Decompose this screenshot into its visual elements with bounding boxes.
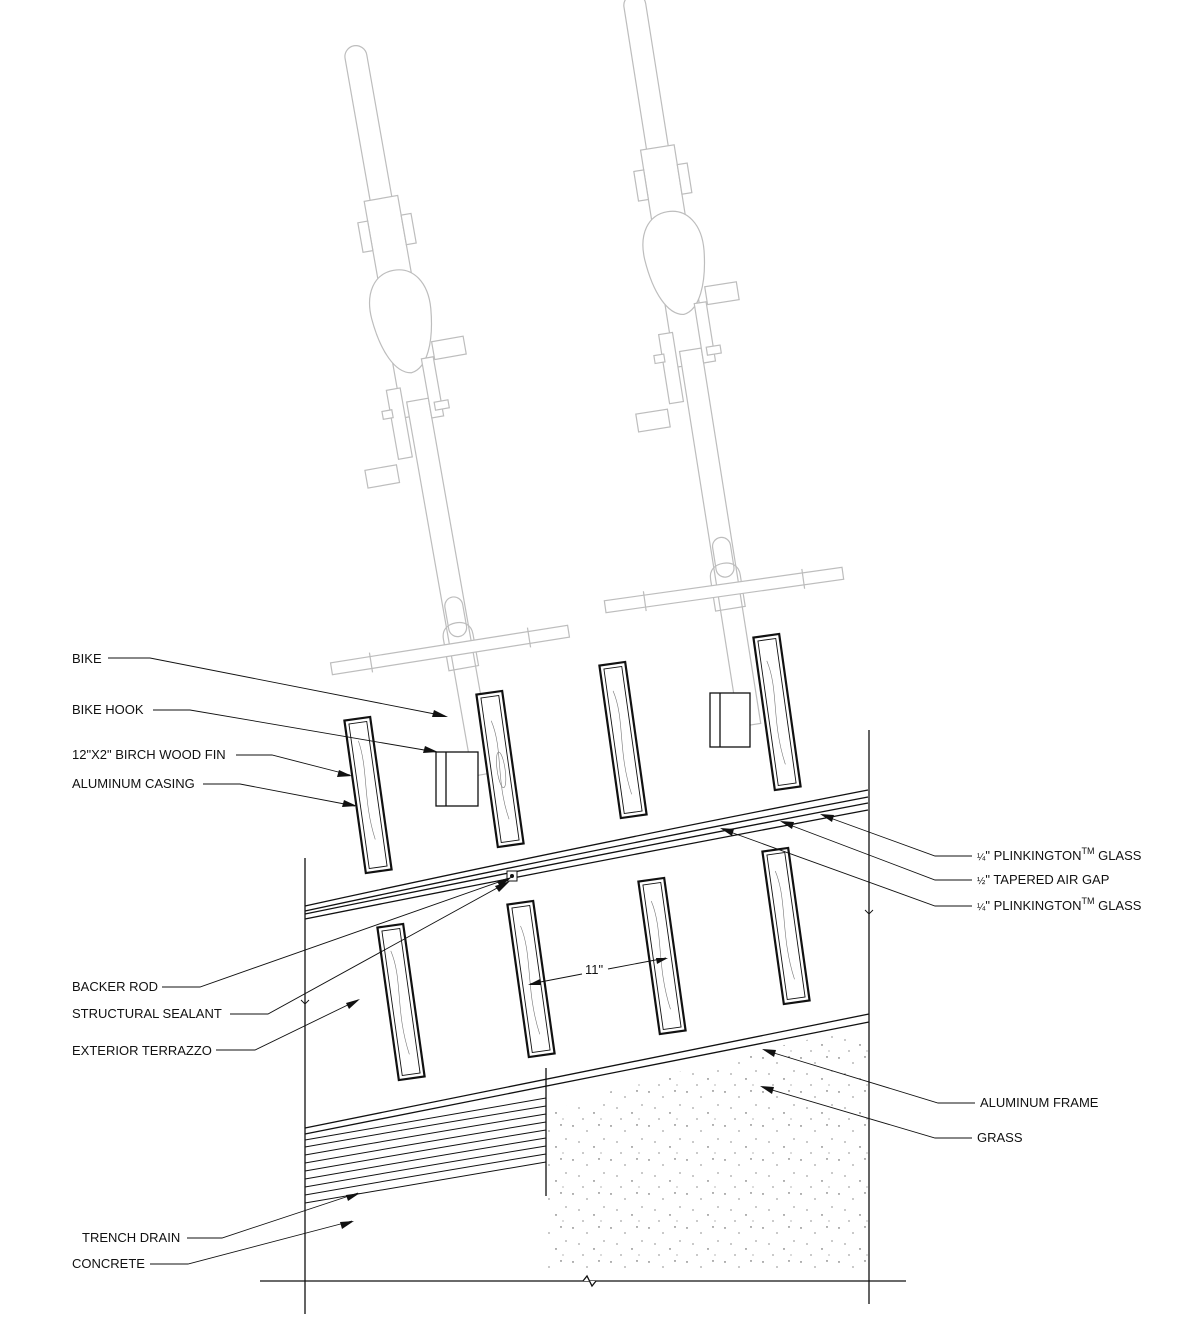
label-grass: GRASS xyxy=(977,1130,1023,1145)
label-backer-rod: BACKER ROD xyxy=(72,979,158,994)
callouts-right: ¼" PLINKINGTONTM GLASS ½" TAPERED AIR GA… xyxy=(720,814,1142,1145)
label-trench-drain: TRENCH DRAIN xyxy=(82,1230,180,1245)
label-glass-top: ¼" PLINKINGTONTM GLASS xyxy=(977,846,1142,863)
label-air-gap: ½" TAPERED AIR GAP xyxy=(977,872,1109,887)
dimension-11in: 11" xyxy=(528,957,668,985)
bike-left xyxy=(329,45,571,807)
label-wood-fin: 12"X2" BIRCH WOOD FIN xyxy=(72,747,226,762)
label-bike-hook: BIKE HOOK xyxy=(72,702,144,717)
label-exterior-terrazzo: EXTERIOR TERRAZZO xyxy=(72,1043,212,1058)
label-concrete: CONCRETE xyxy=(72,1256,145,1271)
dimension-label: 11" xyxy=(585,962,603,977)
label-aluminum-casing: ALUMINUM CASING xyxy=(72,776,195,791)
glass-assembly xyxy=(304,789,869,920)
site-section xyxy=(260,730,906,1314)
callouts-left: BIKE BIKE HOOK 12"X2" BIRCH WOOD FIN ALU… xyxy=(72,651,512,1271)
wood-fins-lower xyxy=(376,846,811,1082)
label-aluminum-frame: ALUMINUM FRAME xyxy=(980,1095,1099,1110)
label-structural-sealant: STRUCTURAL SEALANT xyxy=(72,1006,222,1021)
bike-right xyxy=(603,0,845,748)
wood-fins-upper xyxy=(343,632,802,875)
label-bike: BIKE xyxy=(72,651,102,666)
label-glass-bottom: ¼" PLINKINGTONTM GLASS xyxy=(977,896,1142,913)
